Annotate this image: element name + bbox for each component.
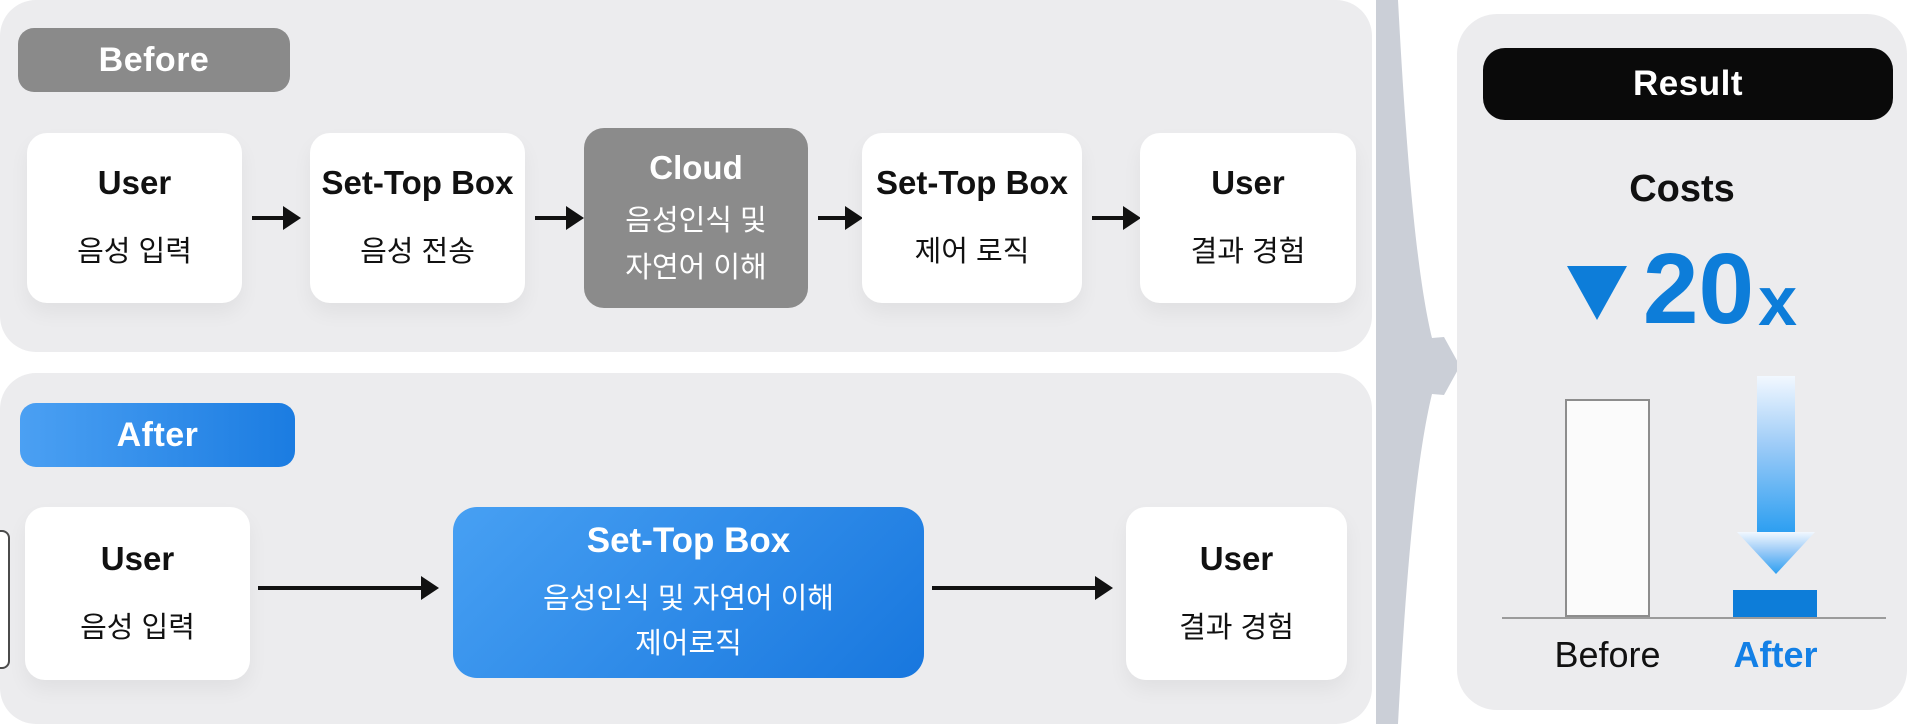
step-subtitle: 음성 입력 xyxy=(77,236,192,269)
step-subtitle: 음성 전송 xyxy=(360,236,475,269)
step-settop-control: Set-Top Box 제어 로직 xyxy=(862,133,1082,303)
step-subtitle: 결과 경험 xyxy=(1179,611,1294,644)
step-subtitle: 음성인식 및 자연어 이해 xyxy=(543,583,834,616)
metric-unit: x xyxy=(1758,261,1798,340)
step-subtitle: 자연어 이해 xyxy=(625,251,767,284)
step-subtitle: 음성인식 및 xyxy=(625,204,767,237)
step-subtitle: 음성 입력 xyxy=(80,611,195,644)
transition-arrow-icon xyxy=(1376,0,1460,724)
flow-arrow-icon xyxy=(1092,206,1141,230)
decrease-arrow-icon xyxy=(1737,376,1815,574)
step-user-result: User 결과 경험 xyxy=(1140,133,1356,303)
step-title: Set-Top Box xyxy=(586,521,791,561)
down-triangle-icon xyxy=(1566,266,1627,320)
axis-line xyxy=(1502,617,1886,619)
costs-label: Costs xyxy=(1629,168,1735,210)
before-bar xyxy=(1565,399,1650,617)
step-title: Cloud xyxy=(649,148,743,186)
edge-peek-box xyxy=(0,530,10,669)
step-user-input: User 음성 입력 xyxy=(27,133,242,303)
metric-value: 20 xyxy=(1642,233,1755,345)
flow-arrow-icon xyxy=(258,576,439,600)
step-title: User xyxy=(1199,539,1274,577)
flow-arrow-icon xyxy=(252,206,301,230)
flow-arrow-icon xyxy=(535,206,584,230)
step-subtitle: 결과 경험 xyxy=(1190,236,1306,269)
flow-arrow-icon xyxy=(932,576,1113,600)
metric-group: 20 x xyxy=(1457,233,1907,345)
step-settop-all: Set-Top Box 음성인식 및 자연어 이해 제어로직 xyxy=(453,507,924,678)
after-badge: After xyxy=(20,403,295,467)
step-title: User xyxy=(1211,164,1285,202)
step-title: Set-Top Box xyxy=(876,164,1068,202)
step-title: User xyxy=(97,164,172,202)
flow-arrow-icon xyxy=(818,206,863,230)
before-badge: Before xyxy=(18,28,290,92)
step-cloud: Cloud 음성인식 및 자연어 이해 xyxy=(584,128,808,308)
step-title: Set-Top Box xyxy=(321,164,514,202)
step-user-input: User 음성 입력 xyxy=(25,507,250,680)
after-bar xyxy=(1733,590,1817,617)
bar-label-after: After xyxy=(1733,634,1818,675)
step-subtitle: 제어로직 xyxy=(635,628,742,660)
bar-label-before: Before xyxy=(1554,634,1661,675)
step-title: User xyxy=(100,539,175,577)
step-subtitle: 제어 로직 xyxy=(914,236,1030,269)
result-panel xyxy=(1457,14,1907,710)
step-user-result: User 결과 경험 xyxy=(1126,507,1347,680)
result-header: Result xyxy=(1483,48,1893,120)
step-settop-send: Set-Top Box 음성 전송 xyxy=(310,133,525,303)
